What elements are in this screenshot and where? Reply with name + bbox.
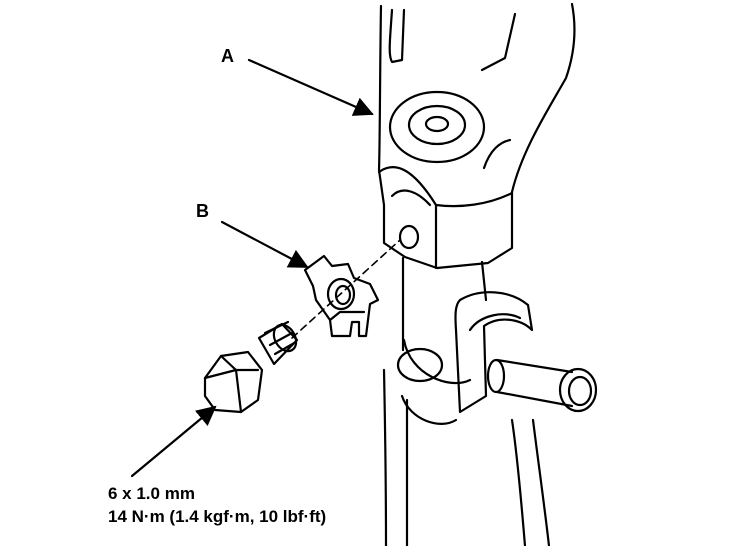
part-b-lock-plate	[303, 254, 380, 338]
callout-label-a: A	[221, 46, 234, 66]
assembly-centerline	[291, 239, 401, 339]
leader-arrow-bolt	[130, 405, 217, 478]
bolt	[203, 320, 299, 414]
torque-spec: 14 N·m (1.4 kgf·m, 10 lbf·ft)	[108, 507, 327, 526]
part-a-knuckle	[377, 2, 576, 270]
bolt-size-spec: 6 x 1.0 mm	[108, 484, 195, 503]
universal-joint	[454, 291, 598, 414]
callout-label-b: B	[196, 201, 209, 221]
leader-arrow-a	[247, 58, 374, 116]
steering-shaft	[382, 256, 551, 546]
leader-arrow-b	[220, 220, 309, 269]
